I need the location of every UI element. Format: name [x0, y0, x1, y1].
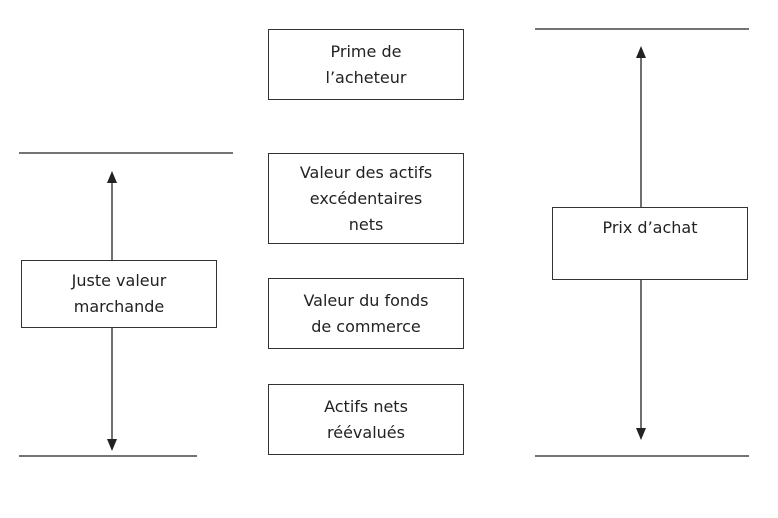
- left-arrow-down-head: [107, 439, 117, 451]
- goodwill-value-box: Valeur du fonds de commerce: [268, 278, 464, 349]
- fair-market-value-box: Juste valeur marchande: [21, 260, 217, 328]
- purchase-price-box: Prix d’achat: [552, 207, 748, 280]
- right-arrow-down-head: [636, 428, 646, 440]
- buyer-premium-box: Prime de l’acheteur: [268, 29, 464, 100]
- left-arrow-up-head: [107, 171, 117, 183]
- excess-net-assets-box: Valeur des actifs excédentaires nets: [268, 153, 464, 244]
- revalued-net-assets-box: Actifs nets réévalués: [268, 384, 464, 455]
- right-arrow-up-head: [636, 46, 646, 58]
